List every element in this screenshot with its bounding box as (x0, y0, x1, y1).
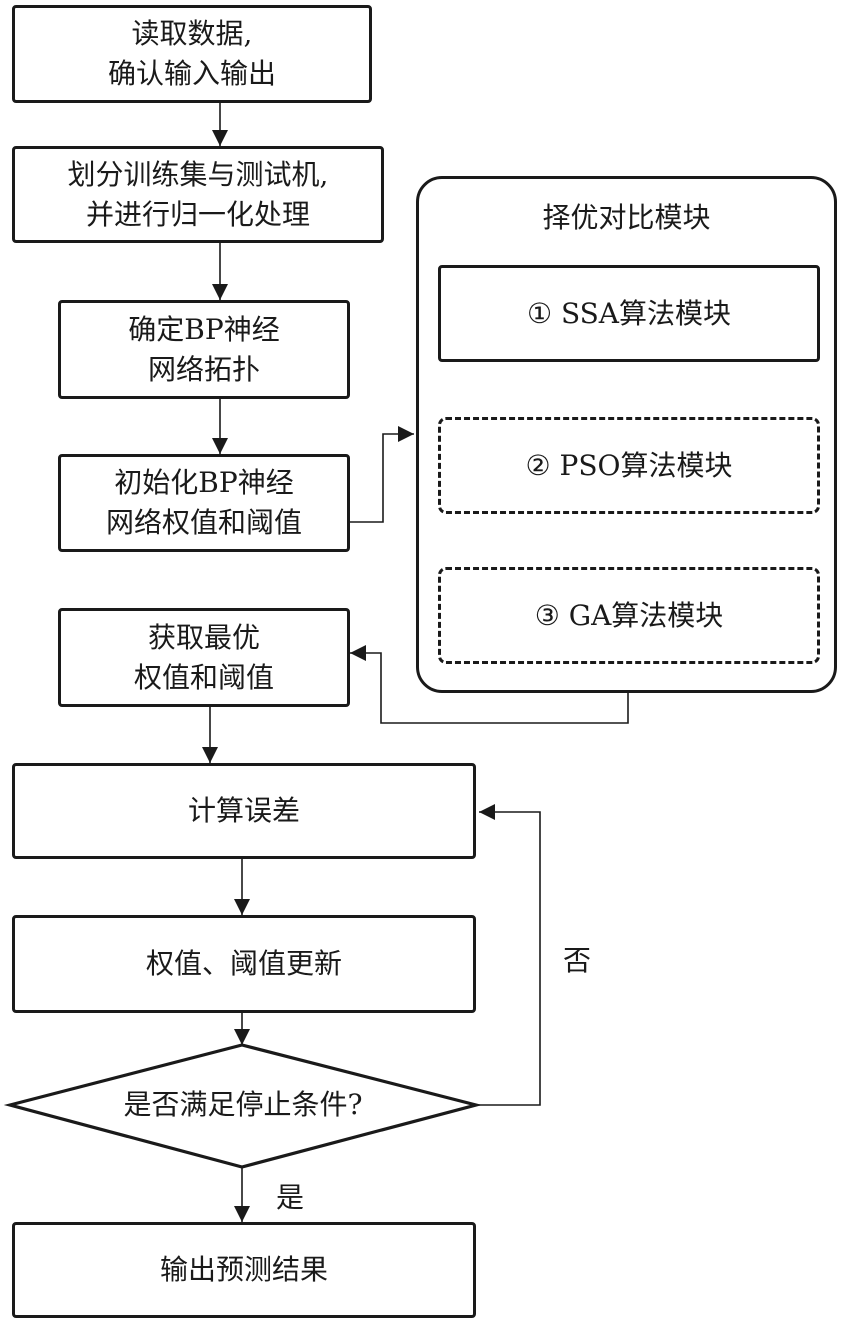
edge-label-no: 否 (563, 944, 592, 977)
step-get-optimal-line1: 获取最优 (147, 620, 260, 654)
step-init-weights: 初始化BP神经 网络权值和阈值 (58, 454, 350, 552)
step-split-data: 划分训练集与测试机, 并进行归一化处理 (12, 146, 384, 243)
step-bp-topology: 确定BP神经 网络拓扑 (58, 300, 350, 399)
step-read-data-line2: 确认输入输出 (107, 57, 276, 90)
step-bp-topology-line2: 网络拓扑 (147, 352, 260, 386)
decision-diamond (3, 1043, 483, 1169)
step-compute-error-label: 计算误差 (187, 794, 300, 827)
step-read-data-line1: 读取数据, (131, 17, 253, 50)
step-split-data-line1: 划分训练集与测试机, (67, 157, 329, 191)
step-bp-topology-line1: 确定BP神经 (128, 312, 280, 346)
step-read-data: 读取数据, 确认输入输出 (12, 5, 372, 103)
step-init-weights-line1: 初始化BP神经 (114, 466, 294, 499)
module-pso-label: ② PSO算法模块 (525, 448, 733, 482)
step-init-weights-line2: 网络权值和阈值 (105, 506, 302, 539)
module-pso: ② PSO算法模块 (438, 417, 820, 514)
module-ga: ③ GA算法模块 (438, 567, 820, 664)
step-split-data-line2: 并进行归一化处理 (85, 197, 310, 231)
edge-label-yes: 是 (276, 1181, 305, 1214)
arrow-decision-no-loop (476, 804, 541, 1106)
step-update-weights: 权值、阈值更新 (12, 915, 476, 1013)
step-output-label: 输出预测结果 (159, 1253, 328, 1286)
step-get-optimal: 获取最优 权值和阈值 (58, 608, 350, 707)
optimizer-panel (416, 176, 837, 693)
module-ssa-label: ① SSA算法模块 (526, 296, 732, 330)
arrow-init-to-panel (350, 426, 414, 523)
decision-label: 是否满足停止条件? (123, 1088, 363, 1121)
step-compute-error: 计算误差 (12, 763, 476, 859)
module-ssa: ① SSA算法模块 (438, 265, 820, 362)
step-update-weights-label: 权值、阈值更新 (145, 947, 342, 980)
module-ga-label: ③ GA算法模块 (534, 598, 724, 632)
step-get-optimal-line2: 权值和阈值 (133, 660, 274, 694)
optimizer-panel-title: 择优对比模块 (542, 201, 711, 234)
arrow-panel-to-optimal (350, 645, 629, 724)
step-output: 输出预测结果 (12, 1222, 476, 1318)
